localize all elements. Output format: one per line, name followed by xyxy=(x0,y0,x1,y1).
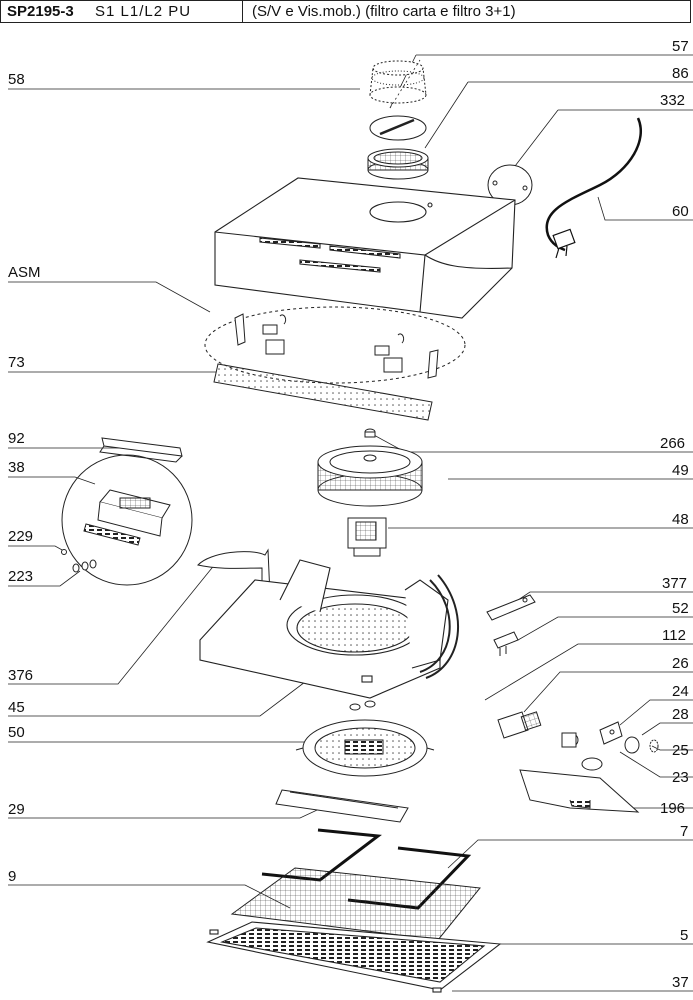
leader-7 xyxy=(447,839,693,869)
lamp-26 xyxy=(497,711,542,739)
label-7: 7 xyxy=(680,823,688,840)
filter-frame-29 xyxy=(275,789,409,823)
impeller-49 xyxy=(317,445,423,507)
label-26: 26 xyxy=(672,655,689,672)
leader-376 xyxy=(8,557,221,685)
part-number-labels: 58 57 86 332 60 ASM 73 92 266 38 49 48 2… xyxy=(8,38,689,991)
switch-panel-38 xyxy=(61,454,193,586)
leader-112 xyxy=(484,643,693,701)
label-25: 25 xyxy=(672,742,689,759)
leader-57 xyxy=(389,54,693,109)
label-50: 50 xyxy=(8,724,25,741)
label-57: 57 xyxy=(672,38,689,55)
duct-collar-58 xyxy=(369,60,427,104)
bracket-92 xyxy=(99,437,183,463)
label-37: 37 xyxy=(672,974,689,991)
label-86: 86 xyxy=(672,65,689,82)
label-28: 28 xyxy=(672,706,689,723)
motor-48 xyxy=(347,517,387,557)
outlet-spigot xyxy=(367,148,429,180)
leader-26 xyxy=(523,671,693,713)
leader-24 xyxy=(619,699,693,726)
label-9: 9 xyxy=(8,868,16,885)
leader-266 xyxy=(371,433,693,453)
leader-23 xyxy=(619,751,693,778)
motor-housing-45 xyxy=(199,559,460,699)
label-5: 5 xyxy=(680,927,688,944)
front-strip-73 xyxy=(213,363,433,421)
label-45: 45 xyxy=(8,699,25,716)
check-valve-86 xyxy=(369,115,427,141)
label-52: 52 xyxy=(672,600,689,617)
header-divider xyxy=(242,1,243,22)
leader-86 xyxy=(424,81,693,149)
leader-28 xyxy=(641,722,693,736)
model-variant: S1 L1/L2 PU xyxy=(95,3,192,20)
title-block: SP2195-3 S1 L1/L2 PU (S/V e Vis.mob.) (f… xyxy=(0,0,691,23)
label-112: 112 xyxy=(662,627,686,644)
label-38: 38 xyxy=(8,459,25,476)
small-parts-229-223 xyxy=(61,549,97,573)
leader-29 xyxy=(8,803,331,819)
leader-52 xyxy=(517,616,693,641)
label-asm: ASM xyxy=(8,264,41,281)
label-376: 376 xyxy=(8,667,33,684)
hood-body xyxy=(214,177,516,319)
label-29: 29 xyxy=(8,801,25,818)
leader-25 xyxy=(651,745,693,751)
label-49: 49 xyxy=(672,462,689,479)
label-196: 196 xyxy=(660,800,685,817)
lamp-parts-377-52 xyxy=(486,594,536,656)
leader-223 xyxy=(8,570,81,587)
part-code: SP2195-3 xyxy=(7,3,74,20)
model-description: (S/V e Vis.mob.) (filtro carta e filtro … xyxy=(252,3,516,20)
label-58: 58 xyxy=(8,71,25,88)
leader-asm xyxy=(8,281,211,313)
nut-266 xyxy=(364,428,376,438)
label-24: 24 xyxy=(672,683,689,700)
washer-112 xyxy=(349,700,376,711)
label-229: 229 xyxy=(8,528,33,545)
fan-grille-50 xyxy=(295,719,435,777)
label-223: 223 xyxy=(8,568,33,585)
label-60: 60 xyxy=(672,203,689,220)
leader-45 xyxy=(8,681,306,717)
label-332: 332 xyxy=(660,92,685,109)
leader-377 xyxy=(511,591,693,605)
label-48: 48 xyxy=(672,511,689,528)
leader-38 xyxy=(8,476,96,485)
assembly-asm xyxy=(204,306,466,384)
lamp-cover-196 xyxy=(519,769,640,813)
label-377: 377 xyxy=(662,575,687,592)
label-266: 266 xyxy=(660,435,685,452)
label-73: 73 xyxy=(8,354,25,371)
leader-332 xyxy=(511,109,693,171)
power-cable-60 xyxy=(545,117,643,259)
grease-filter-5 xyxy=(206,921,502,993)
label-23: 23 xyxy=(672,769,689,786)
leader-229 xyxy=(8,545,65,552)
label-92: 92 xyxy=(8,430,25,447)
leader-60 xyxy=(597,196,693,221)
lamp-holder-parts xyxy=(561,721,659,771)
